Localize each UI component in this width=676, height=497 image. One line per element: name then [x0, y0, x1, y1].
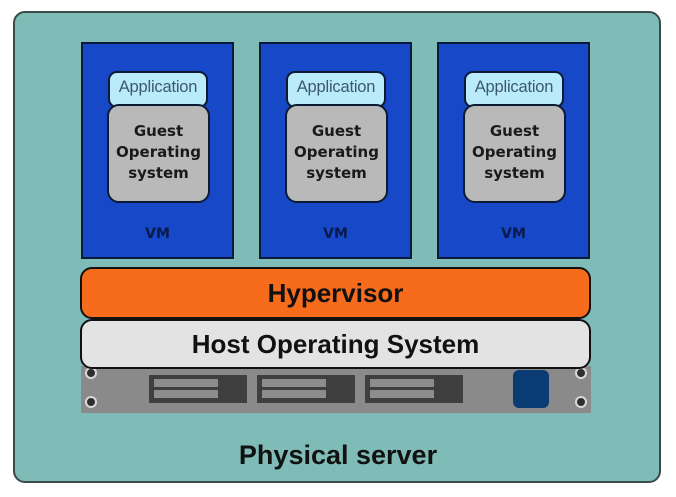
drive-slot: [262, 379, 326, 387]
drive-slot: [154, 379, 218, 387]
guest-os-line: Guest: [133, 122, 184, 140]
screw-icon: [85, 396, 97, 408]
guest-os-line: Operating: [116, 143, 201, 161]
server-chassis: [81, 366, 591, 413]
vm-box: Application Guest Operating system VM: [437, 42, 590, 259]
screw-icon: [575, 396, 587, 408]
application-box: Application: [108, 71, 208, 108]
drive-slot: [154, 390, 218, 398]
drive-bay-icon: [149, 375, 247, 403]
vm-label: VM: [323, 226, 348, 242]
power-button-icon: [513, 370, 549, 408]
guest-os-line: Guest: [489, 122, 540, 140]
guest-os-line: system: [484, 164, 545, 182]
application-box: Application: [286, 71, 386, 108]
guest-os-line: Guest: [311, 122, 362, 140]
vm-box: Application Guest Operating system VM: [81, 42, 234, 259]
application-box: Application: [464, 71, 564, 108]
vm-box: Application Guest Operating system VM: [259, 42, 412, 259]
drive-bay-icon: [365, 375, 463, 403]
hypervisor-layer: Hypervisor: [80, 267, 591, 319]
drive-slot: [370, 390, 434, 398]
guest-os-box: Guest Operating system: [285, 104, 388, 203]
drive-bay-icon: [257, 375, 355, 403]
physical-server-label: Physical server: [238, 440, 438, 470]
guest-os-line: Operating: [472, 143, 557, 161]
drive-slot: [370, 379, 434, 387]
vm-label: VM: [501, 226, 526, 242]
guest-os-box: Guest Operating system: [463, 104, 566, 203]
guest-os-line: system: [306, 164, 367, 182]
guest-os-line: system: [128, 164, 189, 182]
host-os-layer: Host Operating System: [80, 319, 591, 369]
vm-label: VM: [145, 226, 170, 242]
guest-os-box: Guest Operating system: [107, 104, 210, 203]
drive-slot: [262, 390, 326, 398]
guest-os-line: Operating: [294, 143, 379, 161]
